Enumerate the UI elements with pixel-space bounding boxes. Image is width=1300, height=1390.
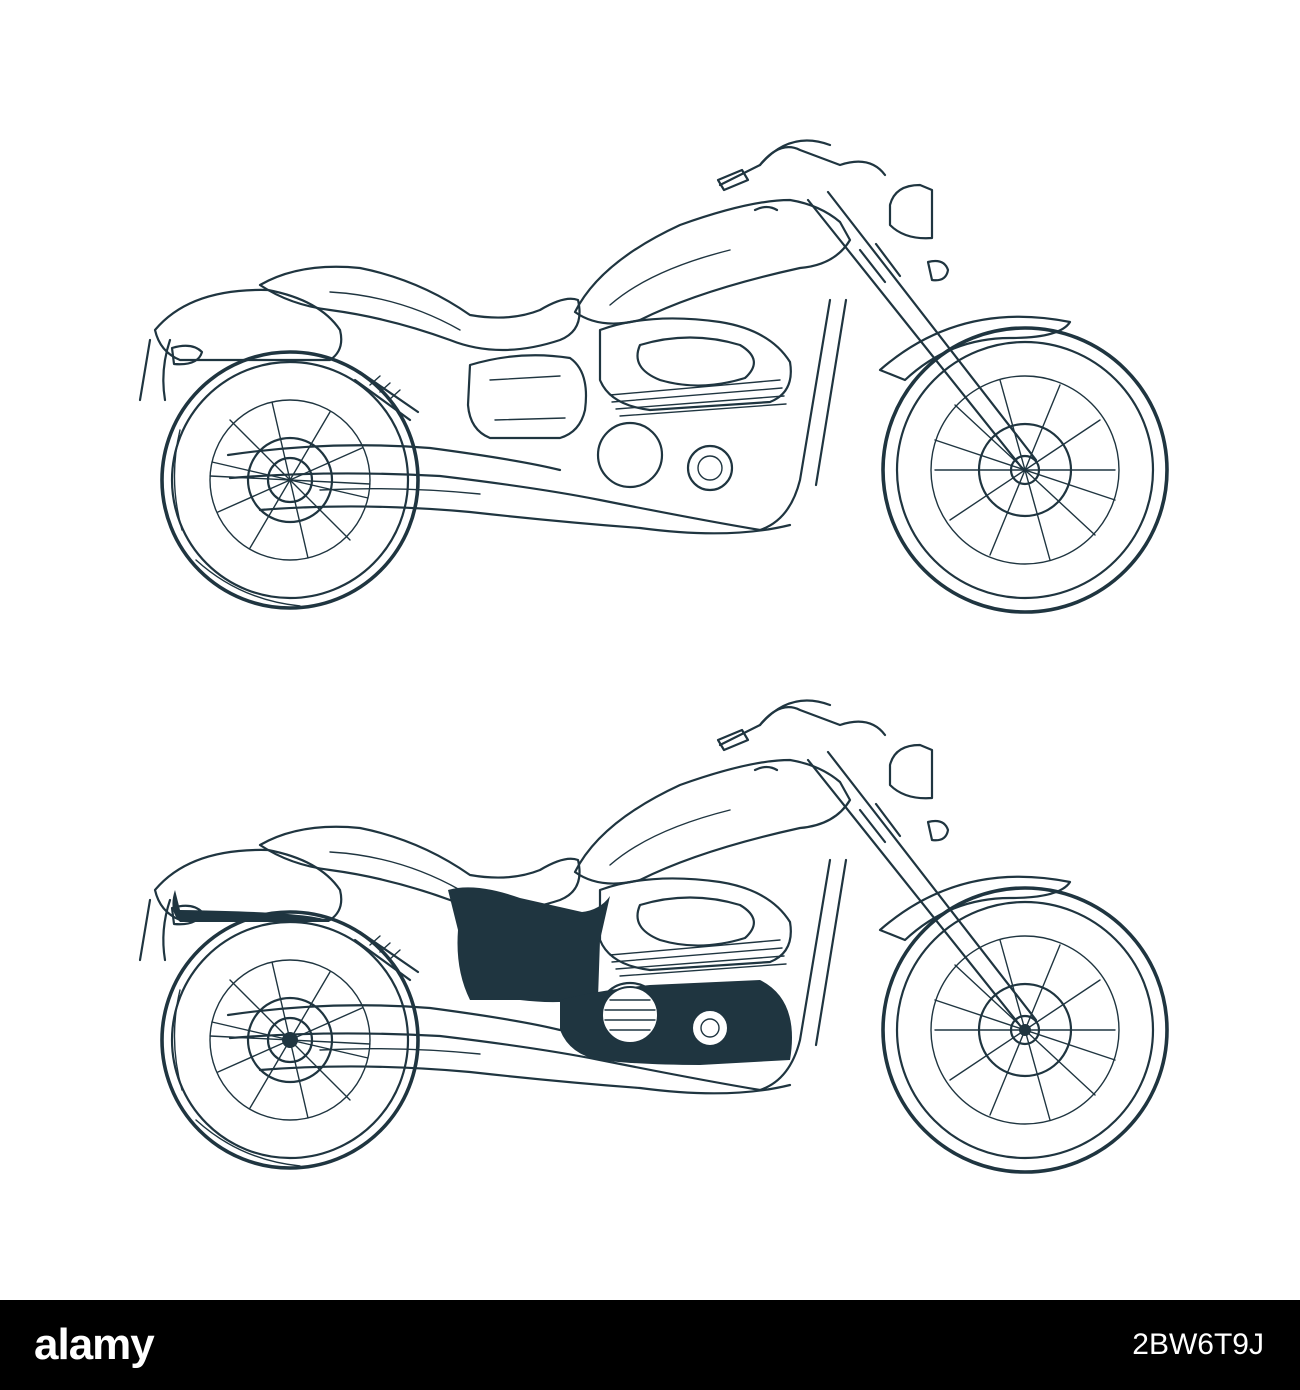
illustration-canvas [138, 138, 1169, 1174]
motorcycle-outline-drawing [138, 138, 1169, 614]
stock-image-id: 2BW6T9J [1132, 1328, 1264, 1361]
watermark-footer: alamy 2BW6T9J [0, 1300, 1300, 1390]
alamy-logo: alamy [34, 1320, 155, 1369]
motorcycle-shaded-drawing [138, 698, 1169, 1174]
